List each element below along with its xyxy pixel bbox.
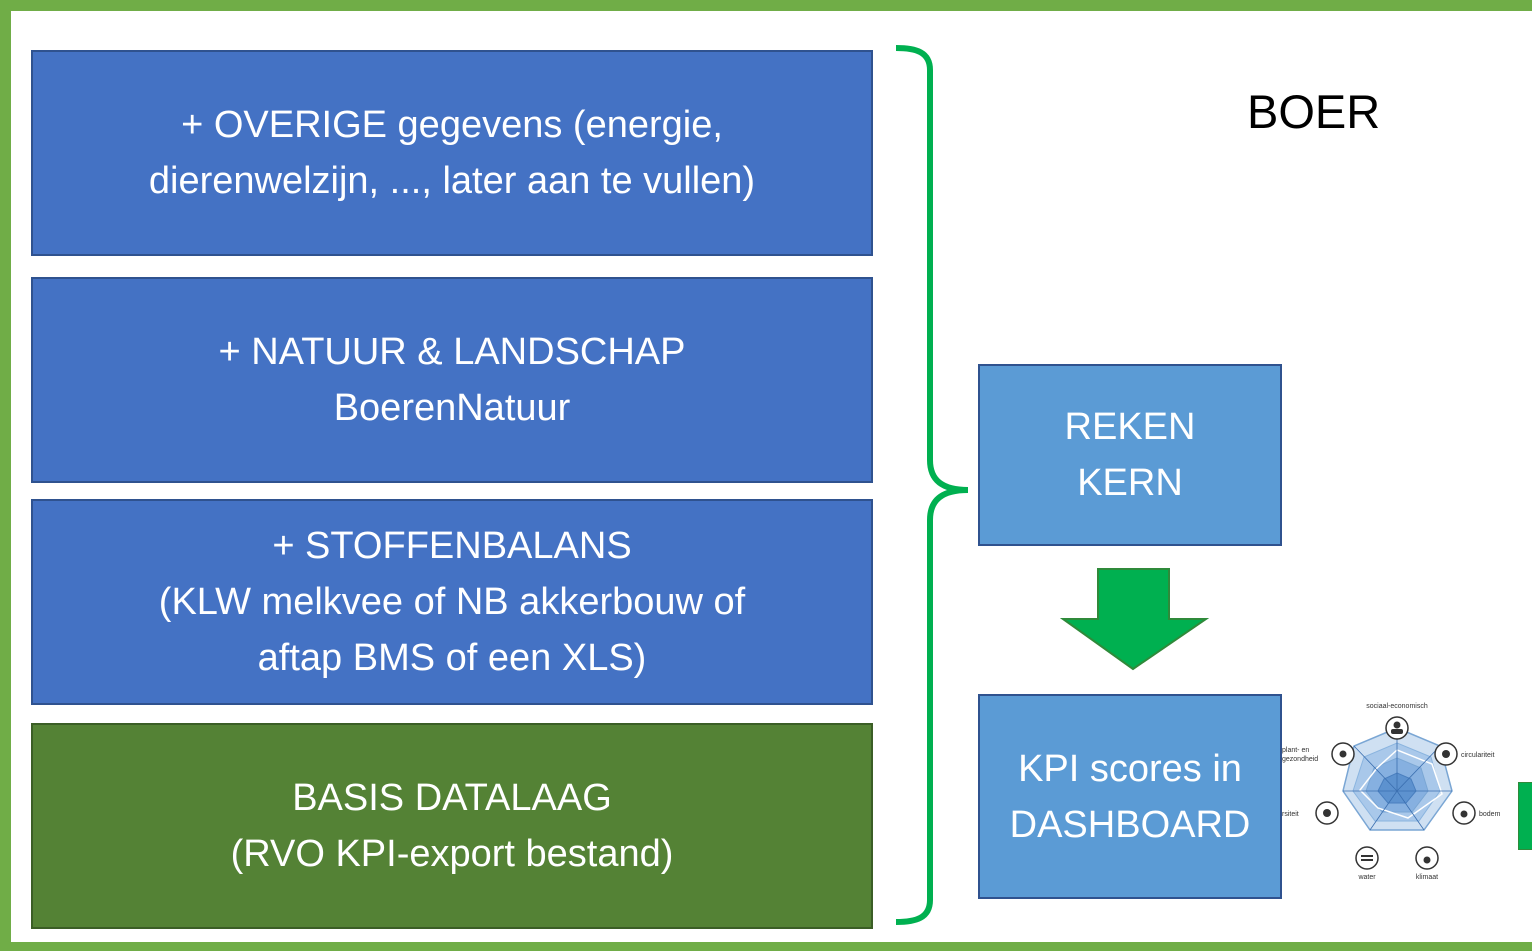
rekenkern-line2: KERN bbox=[1077, 462, 1183, 504]
layer-overige-line2: dierenwelzijn, ..., later aan te vullen) bbox=[148, 160, 756, 202]
water-icon bbox=[1355, 846, 1379, 870]
layer-natuur-landschap: + NATUUR & LANDSCHAP BoerenNatuur bbox=[31, 277, 873, 483]
radar-label-bodem: bodem bbox=[1479, 811, 1501, 818]
radar-label-plant-line2: gezondheid bbox=[1282, 756, 1318, 763]
layer-natuur-line1: + NATUUR & LANDSCHAP bbox=[218, 331, 686, 373]
radar-label-plant-line1: plant- en bbox=[1282, 747, 1309, 754]
layer-natuur-line2: BoerenNatuur bbox=[333, 387, 571, 429]
layer-basis-line1: BASIS DATALAAG bbox=[292, 777, 612, 819]
radar-chart-thumbnail: sociaal-economisch circulariteit bodem k… bbox=[1282, 703, 1501, 881]
layer-stoffen-line3: aftap BMS of een XLS) bbox=[257, 637, 647, 679]
radar-label-biodiversiteit: rsiteit bbox=[1282, 811, 1299, 818]
actor-label: BOER bbox=[1247, 85, 1381, 138]
rekenkern-line1: REKEN bbox=[1064, 406, 1196, 448]
rekenkern-box: REKEN KERN bbox=[978, 364, 1282, 546]
down-arrow-icon bbox=[1060, 568, 1210, 671]
layer-stoffenbalans: + STOFFENBALANS (KLW melkvee of NB akker… bbox=[31, 499, 873, 705]
layer-stoffen-line1: + STOFFENBALANS bbox=[272, 525, 632, 567]
dashboard-line2: DASHBOARD bbox=[1009, 803, 1251, 846]
layer-stoffen-line2: (KLW melkvee of NB akkerbouw of bbox=[158, 581, 746, 623]
layer-basis-datalaag: BASIS DATALAAG (RVO KPI-export bestand) bbox=[31, 723, 873, 929]
partial-green-box bbox=[1518, 782, 1532, 850]
layer-overige-line1: + OVERIGE gegevens (energie, bbox=[181, 104, 723, 146]
grouping-brace bbox=[895, 45, 969, 925]
radar-label-water: water bbox=[1357, 874, 1376, 881]
layer-basis-line2: (RVO KPI-export bestand) bbox=[230, 833, 674, 875]
radar-label-klimaat: klimaat bbox=[1416, 874, 1438, 881]
radar-label-circulariteit: circulariteit bbox=[1461, 752, 1495, 759]
radar-label-sociaal-economisch: sociaal-economisch bbox=[1366, 703, 1428, 710]
dashboard-box: KPI scores in DASHBOARD bbox=[978, 694, 1282, 899]
dashboard-line1: KPI scores in bbox=[1018, 747, 1242, 790]
layer-overige: + OVERIGE gegevens (energie, dierenwelzi… bbox=[31, 50, 873, 256]
